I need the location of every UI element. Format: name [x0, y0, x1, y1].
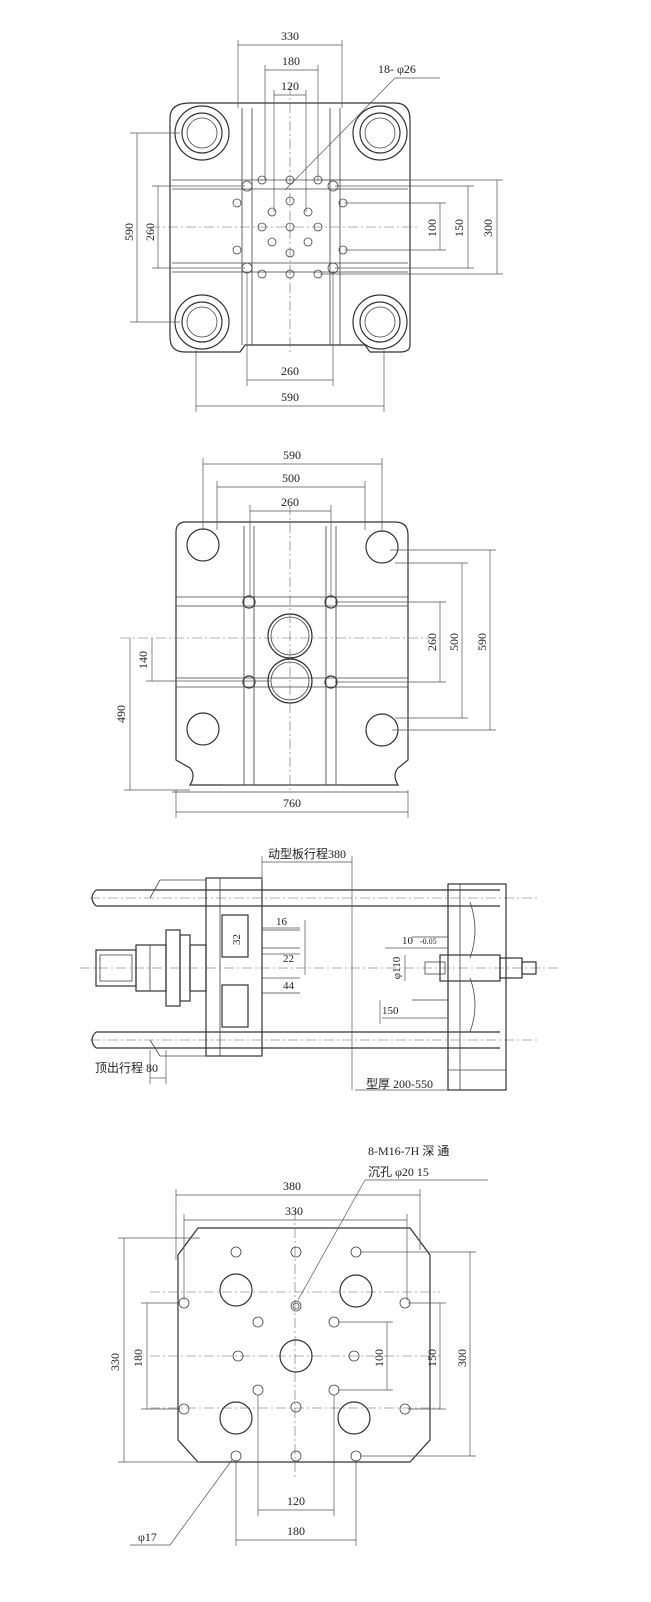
view4-dimensions	[118, 1179, 488, 1546]
dim-tolerance: -0.05	[420, 937, 437, 946]
dim-300: 300	[481, 219, 495, 237]
label-eject-stroke: 顶出行程 80	[95, 1060, 158, 1075]
tie-rod-hole-tr	[365, 530, 399, 564]
view-hole-pattern: 8-M16-7H 深 通 沉孔 φ20 15 380 330 330 180 1…	[108, 1144, 488, 1546]
dim-180-vertical: 180	[131, 1349, 145, 1367]
view-fixed-platen: 330 180 120 18- φ26 590 260 100 150 300 …	[122, 29, 503, 412]
dim-120: 120	[287, 1494, 305, 1508]
dim-380: 380	[283, 1179, 301, 1193]
label-moving-stroke: 动型板行程380	[268, 846, 346, 861]
dim-590-right: 590	[475, 633, 489, 651]
dim-330: 330	[285, 1204, 303, 1218]
note-thread-spec: 8-M16-7H 深 通	[368, 1144, 449, 1158]
tie-rod-boss-tl	[174, 105, 230, 161]
view1-dimensions	[130, 40, 503, 412]
tie-rods	[90, 889, 540, 1049]
tie-rod-boss-bl	[174, 294, 230, 350]
tie-rod-hole-tl	[186, 528, 220, 562]
view3-dimensions	[149, 856, 448, 1091]
label-mold-thickness: 型厚 200-550	[366, 1077, 433, 1091]
dim-120: 120	[281, 79, 299, 93]
dim-100: 100	[372, 1349, 386, 1367]
dim-260-horizontal: 260	[281, 364, 299, 378]
dim-590-horizontal: 590	[281, 390, 299, 404]
dim-500-right: 500	[447, 633, 461, 651]
moving-t-slots	[176, 526, 408, 785]
dim-150: 150	[382, 1005, 399, 1017]
dim-22: 22	[283, 953, 294, 965]
dim-180: 180	[282, 54, 300, 68]
dim-100: 100	[425, 219, 439, 237]
note-counterbore: 沉孔 φ20 15	[368, 1165, 429, 1179]
dim-490: 490	[114, 705, 128, 723]
dim-500: 500	[282, 471, 300, 485]
dim-590: 590	[283, 448, 301, 462]
tie-rod-hole-bl	[186, 712, 220, 746]
dim-330: 330	[281, 29, 299, 43]
dim-phi17: φ17	[138, 1530, 157, 1544]
dim-32: 32	[231, 934, 243, 945]
moving-platen-outline	[175, 521, 409, 786]
dim-10: 10	[402, 935, 414, 947]
dim-180: 180	[287, 1524, 305, 1538]
tie-rod-boss-tr	[352, 105, 408, 161]
note-hole-count: 18- φ26	[378, 62, 416, 76]
dim-260-right: 260	[425, 633, 439, 651]
octagon-plate-outline	[177, 1227, 431, 1463]
moving-platen-section	[149, 877, 300, 1057]
dim-150: 150	[452, 219, 466, 237]
dim-300: 300	[455, 1349, 469, 1367]
dim-140: 140	[136, 651, 150, 669]
ejector-cylinder	[80, 929, 560, 1007]
dim-760: 760	[283, 796, 301, 810]
dim-phi110: φ110	[391, 956, 403, 979]
dim-16: 16	[276, 916, 288, 928]
view-side-section: 动型板行程380 16 32 22 44 10 -0.05 φ110 150 顶…	[80, 846, 560, 1091]
dim-44: 44	[283, 980, 295, 992]
dim-260: 260	[281, 495, 299, 509]
fixed-platen-section	[412, 883, 537, 1091]
view2-dimensions	[124, 458, 496, 818]
dim-330-vertical: 330	[108, 1353, 122, 1371]
dim-590-vertical: 590	[122, 223, 136, 241]
tie-rod-boss-br	[352, 294, 408, 350]
dim-260-vertical: 260	[143, 223, 157, 241]
view-moving-platen: 590 500 260 140 490 260 500 590 760	[114, 448, 496, 818]
dim-150: 150	[425, 1349, 439, 1367]
